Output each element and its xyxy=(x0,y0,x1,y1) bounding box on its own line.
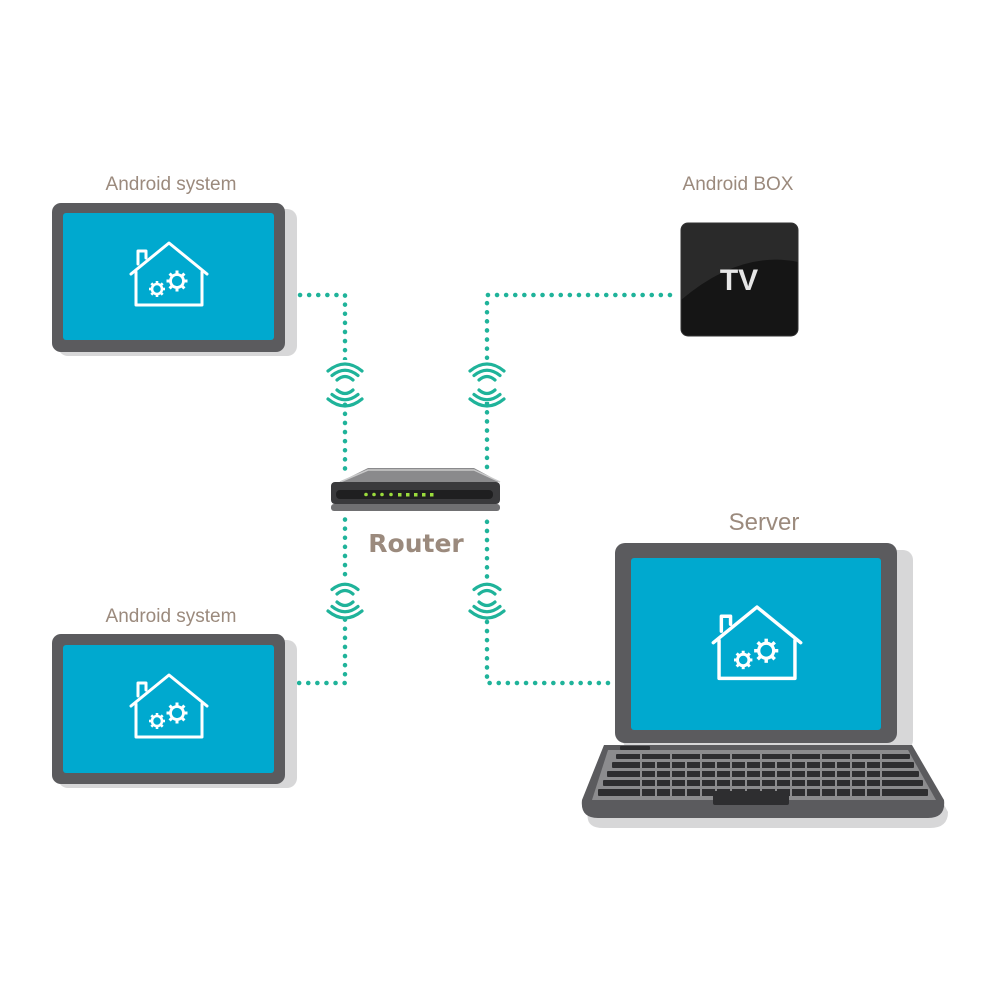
router-label: Router xyxy=(368,529,464,558)
router xyxy=(331,468,501,511)
tv-box-label: Android BOX xyxy=(683,174,794,195)
connection-lines xyxy=(287,292,673,686)
tablet-top xyxy=(52,203,297,356)
tv-box-screen-label: TV xyxy=(720,264,758,297)
link-tv-box xyxy=(484,292,673,475)
link-tablet-bottom xyxy=(287,512,348,686)
server-laptop xyxy=(581,543,948,828)
trackpad xyxy=(713,791,789,805)
wifi-signal-icon xyxy=(326,360,364,408)
link-tablet-top xyxy=(297,292,348,475)
server-label: Server xyxy=(729,509,800,536)
tv-box xyxy=(680,222,799,337)
tablet-bottom-label: Android system xyxy=(106,606,237,627)
link-server xyxy=(484,512,611,686)
wifi-signal-icon xyxy=(326,580,364,620)
tablet-bottom xyxy=(52,634,297,788)
wifi-signal-icon xyxy=(468,360,506,408)
wifi-signal-icon xyxy=(468,580,506,620)
tablet-top-label: Android system xyxy=(106,174,237,195)
keyboard xyxy=(598,754,928,796)
